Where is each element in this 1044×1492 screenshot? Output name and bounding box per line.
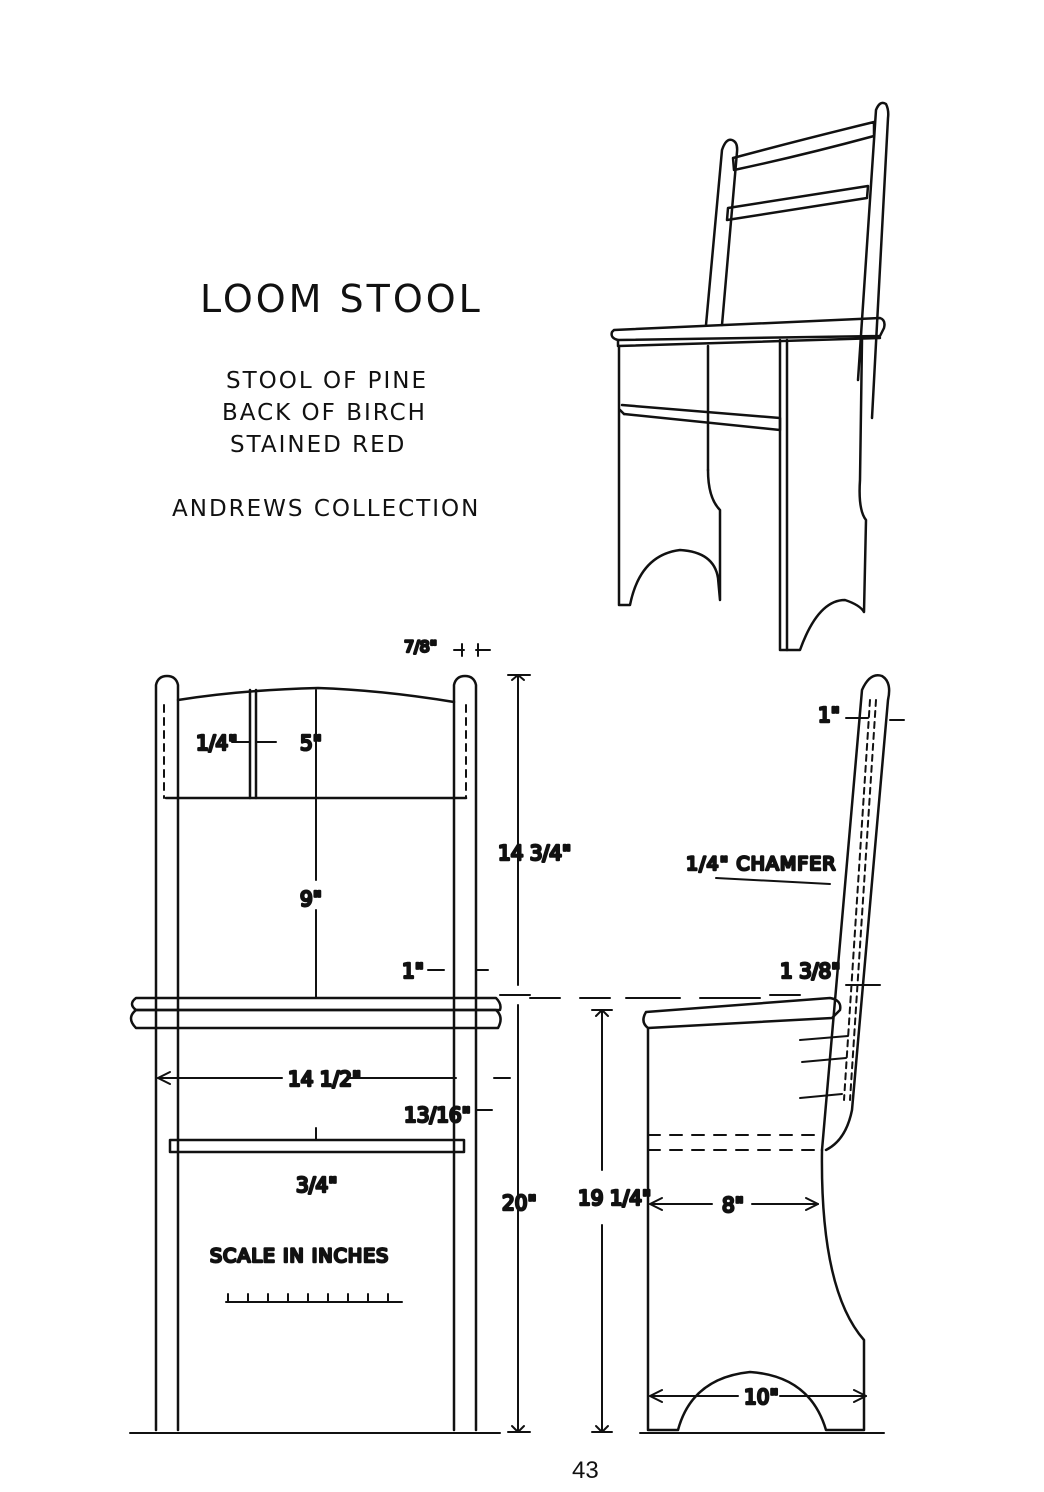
side-view [530, 675, 904, 1433]
dim-depth: 8" [722, 1193, 744, 1217]
dim-rail: 13/16" [404, 1103, 471, 1127]
dim-seat-thick: 1" [402, 959, 424, 983]
dim-total-back: 14 3/4" [498, 841, 571, 865]
dim-width: 14 1/2" [288, 1067, 361, 1091]
dim-chamfer: 1/4" CHAMFER [686, 853, 836, 875]
dim-seat-lip: 1 3/8" [780, 959, 840, 983]
dim-seat-height: 20" [502, 1191, 537, 1215]
dim-side-height: 19 1/4" [578, 1186, 651, 1210]
dim-post-top: 7/8" [404, 637, 437, 656]
dim-back-gap: 1/4" [196, 731, 237, 755]
page-number: 43 [572, 1457, 599, 1485]
perspective-stool [612, 103, 889, 650]
dim-back-height: 9" [300, 887, 322, 911]
front-view [130, 644, 530, 1433]
dim-side-top: 1" [818, 703, 840, 727]
scale-label: SCALE IN INCHES [210, 1245, 389, 1267]
dim-rail-thick: 3/4" [296, 1173, 337, 1197]
dim-arch: 10" [744, 1385, 779, 1409]
dim-back-panel: 5" [300, 731, 322, 755]
